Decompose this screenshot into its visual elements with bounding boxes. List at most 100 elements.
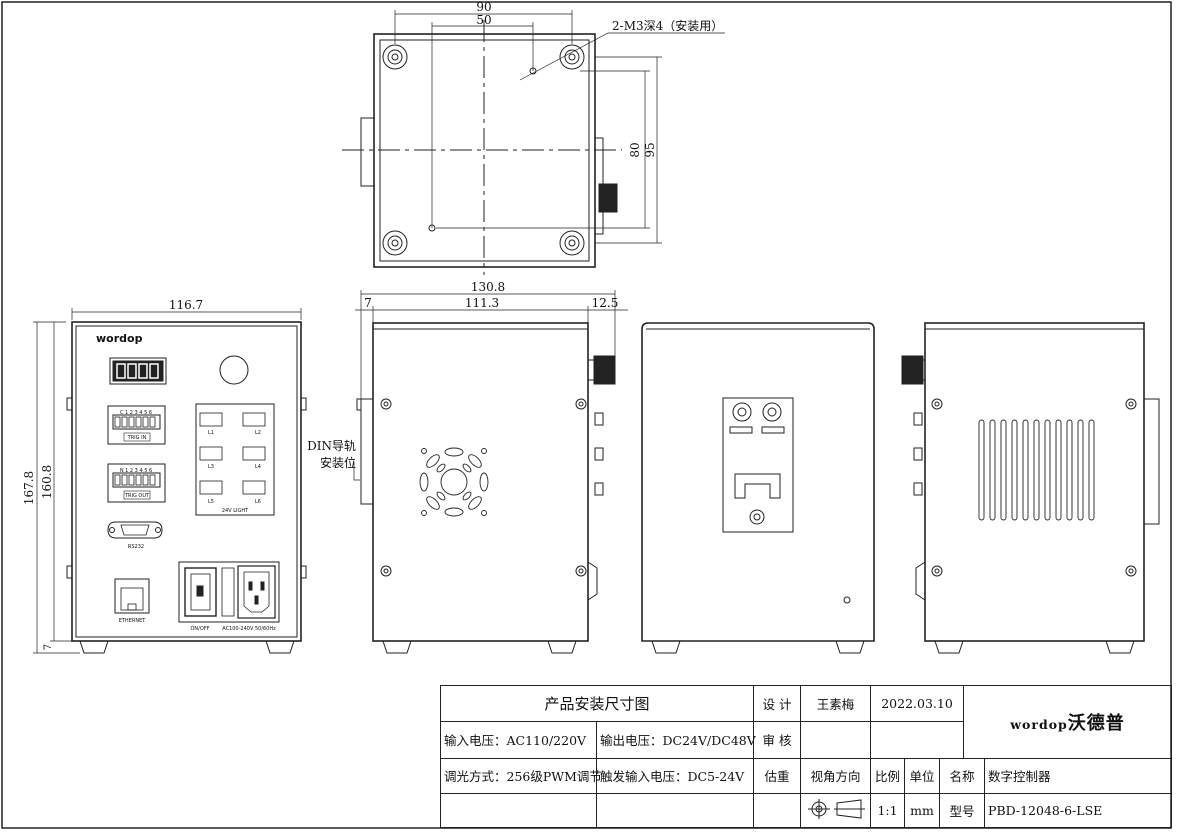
model-label: 型号 [939, 792, 986, 829]
view-direction-label: 视角方向 [800, 757, 872, 794]
light-output-box [195, 403, 275, 516]
dim-95-label: 95 [643, 142, 657, 157]
dim-167-label: 167.8 [22, 471, 36, 505]
light-label: 24V LIGHT [222, 508, 249, 514]
name-label: 名称 [939, 757, 986, 794]
side-left-din-clip [360, 398, 374, 505]
back-view [641, 322, 875, 654]
drawing-title: 产品安装尺寸图 [439, 684, 755, 723]
trig-in-terminal [107, 405, 166, 445]
on-off-label: ON/OFF [190, 626, 209, 632]
unit-label: 单位 [904, 757, 941, 794]
din-label-2: 安装位 [320, 455, 356, 470]
dim-130-label: 130.8 [471, 280, 505, 294]
side-left-foot-2 [547, 640, 577, 654]
review-label: 审 核 [753, 721, 802, 759]
front-view-panel [75, 325, 298, 638]
trig-out-pins: N 1 2 3 4 5 6 [120, 468, 152, 474]
title-block: 产品安装尺寸图 设 计 王素梅 2022.03.10 wordop沃德普 输入电… [439, 684, 1173, 829]
light-l6: L6 [255, 499, 261, 505]
top-view-feet [382, 44, 585, 256]
scale-value: 1:1 [870, 792, 906, 829]
dim-160-label: 160.8 [40, 465, 54, 499]
unit-value: mm [904, 792, 941, 829]
front-foot-left [79, 640, 109, 654]
light-l2: L2 [255, 430, 261, 436]
input-voltage: 输入电压：AC110/220V [440, 721, 597, 759]
light-connectors [199, 412, 266, 495]
side-view-right [901, 322, 1160, 654]
dim-50-label: 50 [476, 13, 491, 27]
projection-symbol-cell [800, 792, 872, 829]
front-foot-right [265, 640, 295, 654]
dim-116-label: 116.7 [169, 298, 203, 312]
back-view-outline [641, 322, 875, 642]
back-foot-1 [651, 640, 681, 654]
rs232-label: RS232 [128, 544, 144, 550]
side-right-foot-2 [1105, 640, 1135, 654]
dim-7-label: 7 [364, 296, 372, 310]
dim-80-label: 80 [628, 142, 642, 157]
weight-value [753, 792, 802, 829]
dimming-mode: 调光方式：256级PWM调节 [440, 757, 602, 794]
brand-logo-en: wordop [1010, 716, 1068, 732]
dim-90-label: 90 [476, 0, 491, 14]
light-l5: L5 [208, 499, 214, 505]
side-right-din-clip [1143, 398, 1160, 525]
top-view-din-clip [360, 117, 375, 187]
side-left-knob [593, 355, 616, 385]
empty-cell-1 [440, 792, 597, 829]
hole-note-label: 2-M3深4（安装用） [612, 18, 723, 33]
trig-in-label: TRIG IN [127, 435, 147, 441]
dim-111-label: 111.3 [465, 296, 499, 310]
trig-in-pins: C 1 2 3 4 5 6 [120, 410, 152, 416]
front-view [33, 308, 307, 654]
drawing-date: 2022.03.10 [870, 684, 965, 723]
side-right-foot-1 [934, 640, 964, 654]
side-view-left [353, 290, 628, 654]
ac-label: AC100-240V 50/60Hz [222, 626, 276, 632]
top-view [342, 10, 725, 275]
fan-grill [419, 447, 489, 517]
review-date-cell [870, 721, 965, 759]
light-l3: L3 [208, 464, 214, 470]
light-l1: L1 [208, 430, 214, 436]
ethernet-port [114, 578, 150, 614]
dim-foot-label: 7 [43, 644, 54, 650]
light-l4: L4 [255, 464, 261, 470]
trig-out-terminal [107, 463, 166, 503]
rs232-port [107, 521, 163, 539]
din-label-1: DIN导轨 [307, 439, 356, 453]
side-right-outline [924, 322, 1145, 642]
first-angle-projection-icon [807, 798, 865, 819]
scale-label: 比例 [870, 757, 906, 794]
model-number: PBD-12048-6-LSE [984, 792, 1173, 829]
back-foot-2 [835, 640, 865, 654]
side-left-outline [372, 322, 589, 642]
front-view-outline [71, 321, 302, 642]
brand-logo-cn: 沃德普 [1067, 712, 1125, 734]
seven-seg-display [109, 357, 167, 385]
front-logo: wordop [96, 332, 143, 345]
dim-12-label: 12.5 [592, 296, 619, 310]
vent-slots [978, 419, 1095, 521]
side-left-foot-1 [382, 640, 412, 654]
trigger-voltage: 触发输入电压：DC5-24V [595, 757, 755, 794]
side-right-knob [901, 355, 924, 385]
iec-inlet [237, 565, 276, 619]
encoder-knob [219, 355, 249, 385]
product-name: 数字控制器 [984, 757, 1173, 794]
design-label: 设 计 [753, 684, 802, 723]
output-voltage: 输出电压：DC24V/DC48V [595, 721, 756, 759]
brand-logo: wordop沃德普 [963, 685, 1173, 759]
designer-name: 王素梅 [800, 684, 872, 723]
hole-note-leader [519, 32, 725, 81]
reviewer-cell [800, 721, 872, 759]
ethernet-label: ETHERNET [119, 618, 147, 624]
power-block [178, 561, 280, 623]
din-bracket [722, 397, 794, 533]
top-view-power-knob [598, 183, 618, 213]
